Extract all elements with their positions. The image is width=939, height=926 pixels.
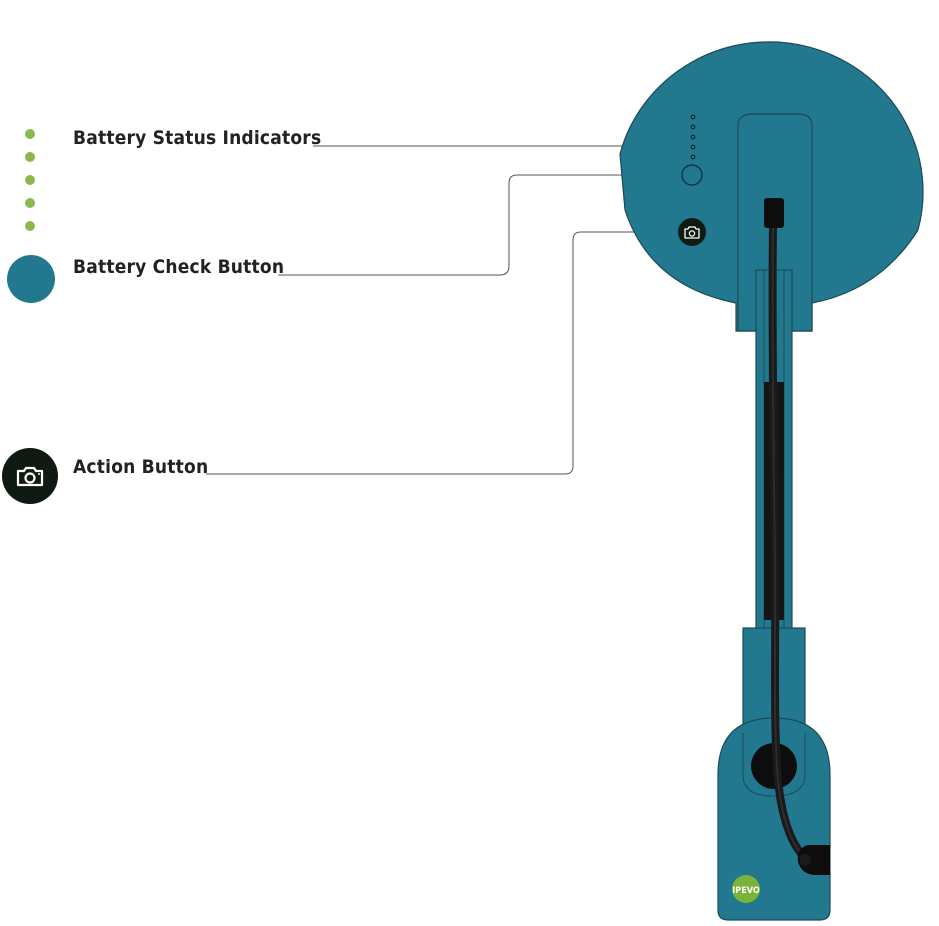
camera-icon (16, 466, 44, 487)
device-base (717, 717, 831, 921)
device-camera-icon (684, 226, 700, 239)
status-dot-icon (25, 198, 35, 208)
brand-logo-badge (732, 875, 760, 903)
battery-check-label: Battery Check Button (73, 256, 285, 278)
status-dot-icon (25, 129, 35, 139)
battery-check-swatch (7, 255, 55, 303)
device-action-button (678, 218, 706, 246)
device-status-dots (690, 114, 696, 160)
action-button-swatch (2, 448, 58, 504)
status-dot-icon (25, 152, 35, 162)
device-battery-check-button (681, 164, 703, 186)
battery-status-label: Battery Status Indicators (73, 127, 322, 149)
status-dot-icon (25, 221, 35, 231)
action-button-label: Action Button (73, 456, 209, 478)
usb-plug-top (764, 198, 784, 228)
leader-lines (206, 145, 680, 475)
brand-logo: IPEVO (732, 886, 760, 896)
leader-line-action (206, 231, 650, 475)
base-joint-outline (742, 733, 806, 797)
status-dot-icon (25, 175, 35, 185)
usb-port-bottom (797, 845, 830, 875)
leader-line-check (278, 174, 680, 276)
